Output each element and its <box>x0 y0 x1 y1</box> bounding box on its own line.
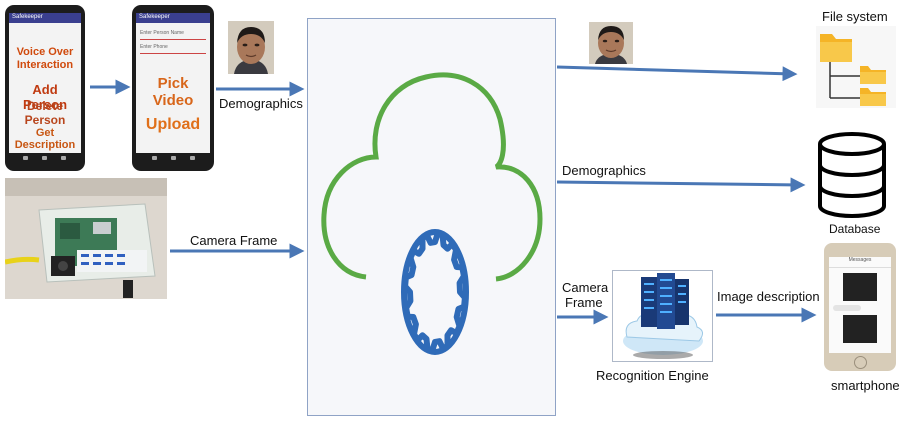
server-cloud-icon <box>623 273 703 359</box>
name-field: Enter Person Name <box>140 30 206 40</box>
message-image-2 <box>843 315 877 343</box>
database-icon <box>816 132 888 220</box>
app-bar: Safekeeper <box>9 13 81 23</box>
smartphone-screen: Messages <box>829 257 891 353</box>
cloud-processing-panel <box>307 18 556 416</box>
menu-add-person: Add Person <box>22 82 68 112</box>
recognition-engine-box <box>612 270 713 362</box>
label-demographics-in: Demographics <box>219 96 303 111</box>
label-smartphone: smartphone <box>831 378 900 393</box>
camera-device-photo <box>5 178 167 299</box>
gear-icon <box>401 229 469 355</box>
app-bar: Safekeeper <box>136 13 210 23</box>
menu-delete-person: Delete Person <box>24 99 66 127</box>
folder-tree-icon <box>816 26 896 108</box>
arrow-to-database <box>556 177 806 193</box>
arrow-to-file-system <box>556 65 798 82</box>
menu-get-description: Get Description <box>14 127 76 151</box>
app-title: Safekeeper <box>12 14 43 20</box>
face-photo-output <box>589 22 633 64</box>
phone-menu-screen: Safekeeper Voice Over Interaction Add Pe… <box>5 5 85 171</box>
upload-label: Upload <box>145 116 201 133</box>
label-demographics-out: Demographics <box>562 163 646 178</box>
phone-field: Enter Phone <box>140 44 206 54</box>
phone-upload-display: Safekeeper Enter Person Name Enter Phone… <box>136 13 210 163</box>
label-camera-out-2: Frame <box>565 295 603 310</box>
message-bubble <box>833 305 861 311</box>
face-photo-input <box>228 21 274 74</box>
cloud-icon <box>321 72 543 282</box>
label-recognition-engine: Recognition Engine <box>596 368 709 383</box>
label-camera-out-1: Camera <box>562 280 609 295</box>
label-file-system: File system <box>822 9 888 24</box>
nav-bar <box>136 153 210 163</box>
nav-bar <box>9 153 81 163</box>
smartphone-photo: Messages <box>824 243 896 371</box>
label-camera-frame-in: Camera Frame <box>190 233 278 248</box>
phone-menu-display: Safekeeper Voice Over Interaction Add Pe… <box>9 13 81 163</box>
pick-video-label: Pick Video <box>152 75 194 109</box>
home-button <box>854 356 867 369</box>
menu-voice-over: Voice Over <box>16 46 74 58</box>
phone-upload-screen: Safekeeper Enter Person Name Enter Phone… <box>132 5 214 171</box>
message-header: Messages <box>829 257 891 268</box>
message-image-1 <box>843 273 877 301</box>
label-image-description: Image description <box>717 289 820 304</box>
app-title: Safekeeper <box>139 14 170 20</box>
menu-interaction: Interaction <box>16 59 74 71</box>
label-database: Database <box>829 222 881 236</box>
